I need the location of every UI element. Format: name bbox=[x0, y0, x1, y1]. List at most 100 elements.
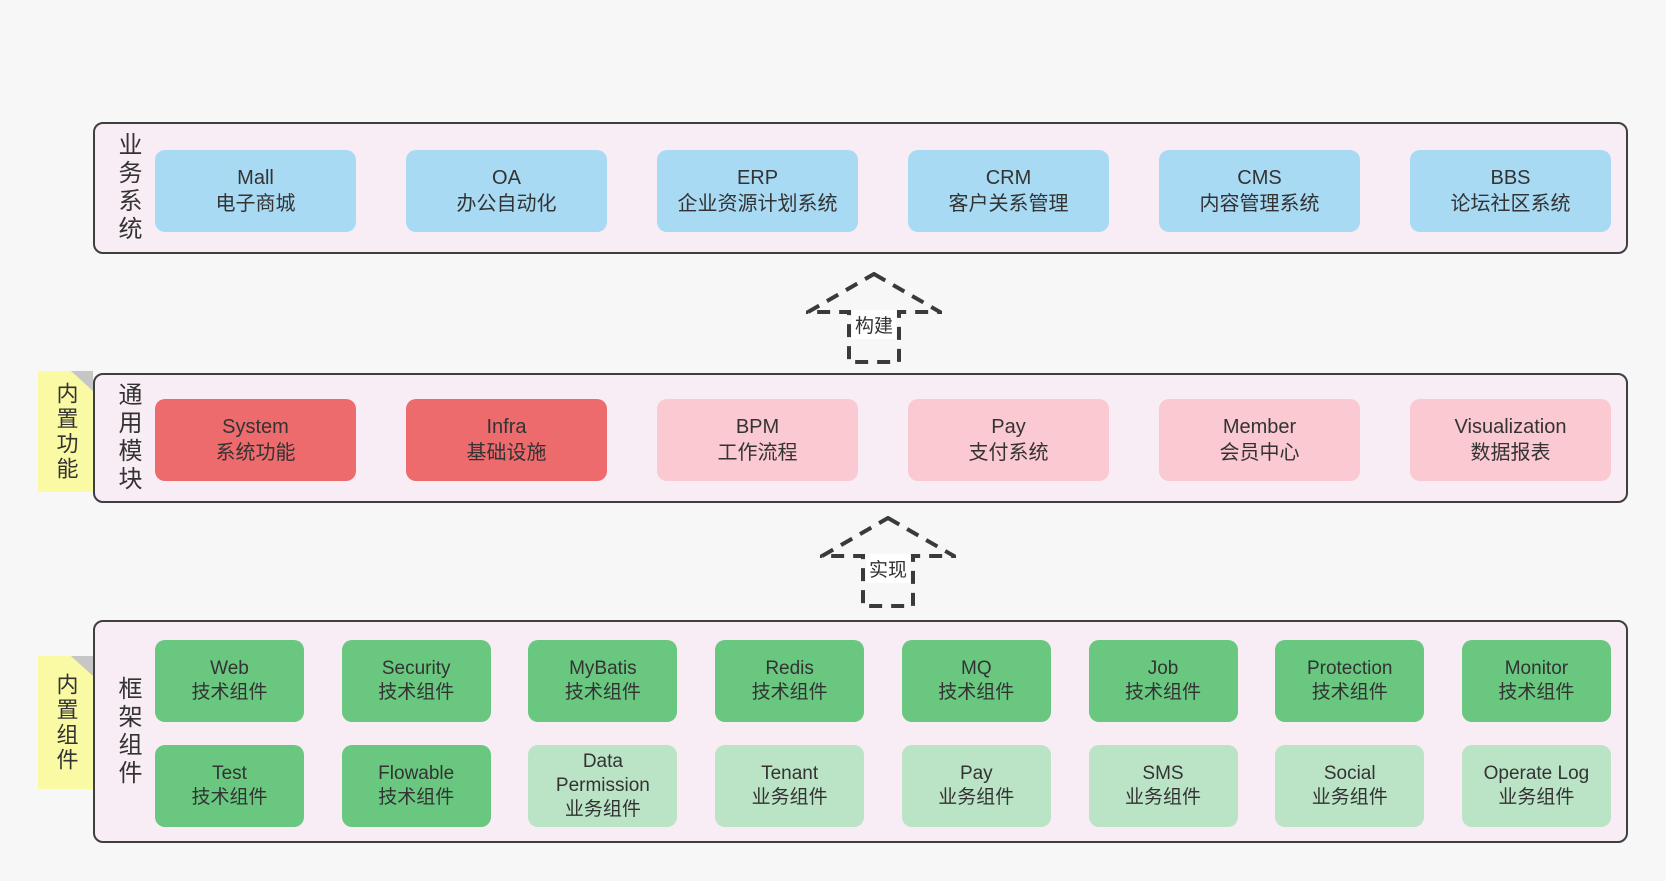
box-data-permission: Data Permission 业务组件 bbox=[528, 745, 678, 827]
folded-corner-icon bbox=[71, 656, 93, 676]
box-subtitle: 论坛社区系统 bbox=[1450, 193, 1571, 215]
box-title: Visualization bbox=[1454, 416, 1567, 438]
box-subtitle: 基础设施 bbox=[466, 442, 547, 464]
box-title: MQ bbox=[961, 658, 992, 679]
box-title: Social bbox=[1323, 763, 1376, 784]
box-title: Protection bbox=[1306, 658, 1393, 679]
box-title: Pay bbox=[991, 416, 1026, 438]
box-subtitle: 企业资源计划系统 bbox=[677, 193, 838, 215]
box-redis: Redis 技术组件 bbox=[715, 640, 865, 722]
box-title: SMS bbox=[1142, 763, 1184, 784]
box-pay-module: Pay 支付系统 bbox=[908, 399, 1109, 481]
sticky-note-builtin-features: 内置功能 bbox=[38, 371, 93, 492]
box-subtitle: 技术组件 bbox=[191, 787, 268, 808]
box-subtitle: 会员中心 bbox=[1219, 442, 1300, 464]
box-title: Job bbox=[1147, 658, 1179, 679]
arrow-implement: 实现 bbox=[820, 516, 956, 608]
box-subtitle: 技术组件 bbox=[378, 787, 455, 808]
box-title: BBS bbox=[1490, 167, 1531, 189]
sticky-note-builtin-components: 内置组件 bbox=[38, 656, 93, 789]
box-title: Operate Log bbox=[1483, 763, 1590, 784]
box-pay-component: Pay 业务组件 bbox=[901, 745, 1051, 827]
box-operate-log: Operate Log 业务组件 bbox=[1461, 745, 1611, 827]
box-subtitle: 技术组件 bbox=[938, 682, 1015, 703]
box-subtitle: 技术组件 bbox=[378, 682, 455, 703]
arrow-implement-label: 实现 bbox=[865, 554, 911, 583]
box-subtitle: 技术组件 bbox=[191, 682, 268, 703]
box-sms: SMS 业务组件 bbox=[1088, 745, 1238, 827]
box-subtitle: 数据报表 bbox=[1470, 442, 1551, 464]
box-title: BPM bbox=[735, 416, 780, 438]
box-subtitle: 技术组件 bbox=[751, 682, 828, 703]
box-subtitle: 支付系统 bbox=[968, 442, 1049, 464]
box-crm: CRM 客户关系管理 bbox=[908, 150, 1109, 232]
box-title: MyBatis bbox=[569, 658, 637, 679]
box-title: Tenant bbox=[761, 763, 819, 784]
box-title: Test bbox=[212, 763, 247, 784]
box-cms: CMS 内容管理系统 bbox=[1159, 150, 1360, 232]
box-subtitle: 业务组件 bbox=[751, 787, 828, 808]
components-box-row-2: Test 技术组件 Flowable 技术组件 Data Permission … bbox=[155, 745, 1611, 827]
box-title: Web bbox=[210, 658, 249, 679]
box-infra: Infra 基础设施 bbox=[406, 399, 607, 481]
box-subtitle: 业务组件 bbox=[938, 787, 1015, 808]
box-title: Monitor bbox=[1504, 658, 1569, 679]
business-box-row: Mall 电子商城 OA 办公自动化 ERP 企业资源计划系统 CRM 客户关系… bbox=[155, 150, 1611, 232]
box-flowable: Flowable 技术组件 bbox=[341, 745, 491, 827]
band-business-label: 业务系统 bbox=[114, 132, 141, 244]
box-title: Flowable bbox=[378, 763, 455, 784]
box-title: OA bbox=[492, 167, 521, 189]
box-security: Security 技术组件 bbox=[341, 640, 491, 722]
box-test: Test 技术组件 bbox=[155, 745, 304, 827]
box-subtitle: 办公自动化 bbox=[456, 193, 557, 215]
arrow-build-label: 构建 bbox=[851, 310, 897, 339]
box-protection: Protection 技术组件 bbox=[1275, 640, 1425, 722]
box-member: Member 会员中心 bbox=[1159, 399, 1360, 481]
box-title: Mall bbox=[237, 167, 274, 189]
box-visualization: Visualization 数据报表 bbox=[1410, 399, 1611, 481]
box-subtitle: 业务组件 bbox=[1498, 787, 1575, 808]
box-subtitle: 业务组件 bbox=[564, 799, 641, 820]
box-mq: MQ 技术组件 bbox=[901, 640, 1051, 722]
band-components-label: 框架组件 bbox=[114, 675, 141, 788]
box-subtitle: 电子商城 bbox=[215, 193, 296, 215]
box-job: Job 技术组件 bbox=[1088, 640, 1238, 722]
box-web: Web 技术组件 bbox=[155, 640, 304, 722]
box-mybatis: MyBatis 技术组件 bbox=[528, 640, 678, 722]
box-title: Redis bbox=[765, 658, 814, 679]
box-subtitle: 内容管理系统 bbox=[1199, 193, 1320, 215]
arrow-build: 构建 bbox=[806, 272, 942, 364]
box-title: Pay bbox=[959, 763, 993, 784]
box-subtitle: 技术组件 bbox=[1311, 682, 1388, 703]
box-erp: ERP 企业资源计划系统 bbox=[657, 150, 858, 232]
box-subtitle: 工作流程 bbox=[717, 442, 798, 464]
box-subtitle: 业务组件 bbox=[1125, 787, 1202, 808]
band-framework-components: 框架组件 Web 技术组件 Security 技术组件 MyBatis 技术组件… bbox=[93, 620, 1628, 843]
box-system: System 系统功能 bbox=[155, 399, 356, 481]
box-title: CMS bbox=[1237, 167, 1282, 189]
box-title: Data Permission bbox=[555, 751, 650, 796]
band-business-systems: 业务系统 Mall 电子商城 OA 办公自动化 ERP 企业资源计划系统 CRM… bbox=[93, 122, 1628, 254]
box-subtitle: 客户关系管理 bbox=[948, 193, 1069, 215]
box-bpm: BPM 工作流程 bbox=[657, 399, 858, 481]
box-oa: OA 办公自动化 bbox=[406, 150, 607, 232]
box-tenant: Tenant 业务组件 bbox=[715, 745, 865, 827]
box-subtitle: 系统功能 bbox=[215, 442, 296, 464]
band-modules-label: 通用模块 bbox=[114, 382, 141, 494]
box-mall: Mall 电子商城 bbox=[155, 150, 356, 232]
box-subtitle: 业务组件 bbox=[1311, 787, 1388, 808]
box-title: Member bbox=[1222, 416, 1297, 438]
box-title: CRM bbox=[985, 167, 1032, 189]
band-common-modules: 通用模块 System 系统功能 Infra 基础设施 BPM 工作流程 Pay… bbox=[93, 373, 1628, 503]
components-box-row-1: Web 技术组件 Security 技术组件 MyBatis 技术组件 Redi… bbox=[155, 640, 1611, 722]
box-social: Social 业务组件 bbox=[1275, 745, 1425, 827]
sticky-builtin-components-label: 内置组件 bbox=[53, 672, 79, 773]
box-bbs: BBS 论坛社区系统 bbox=[1410, 150, 1611, 232]
box-subtitle: 技术组件 bbox=[564, 682, 641, 703]
box-title: Security bbox=[381, 658, 451, 679]
folded-corner-icon bbox=[71, 371, 93, 391]
box-subtitle: 技术组件 bbox=[1498, 682, 1575, 703]
box-subtitle: 技术组件 bbox=[1125, 682, 1202, 703]
box-title: System bbox=[222, 416, 289, 438]
